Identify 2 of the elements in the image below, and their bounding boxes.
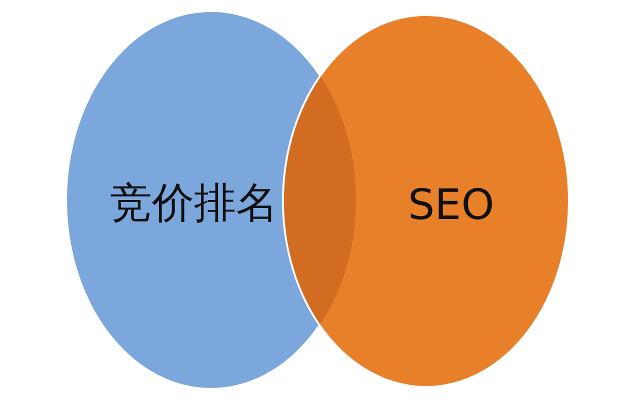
circle-label: SEO xyxy=(408,184,494,226)
circle-label: 竞价排名 xyxy=(110,182,278,224)
